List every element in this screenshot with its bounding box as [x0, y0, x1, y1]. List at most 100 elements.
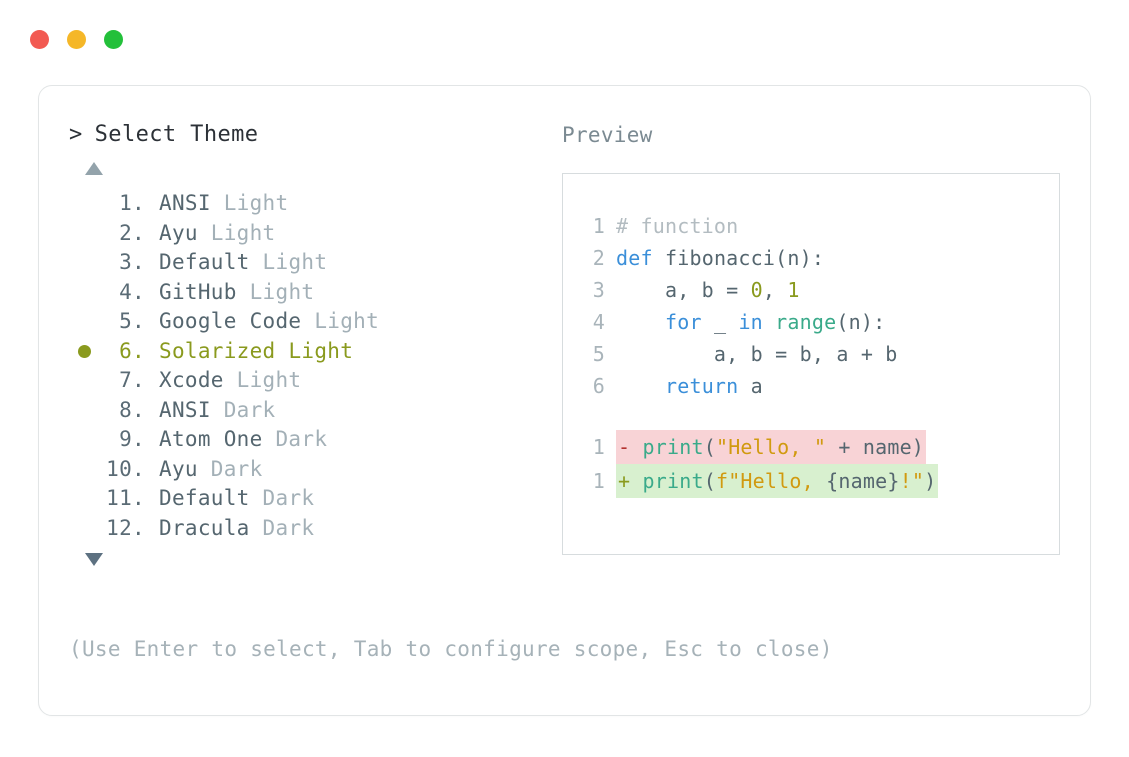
theme-list-item[interactable]: 2. Ayu Light [69, 219, 539, 249]
code-token-plain: a, b = [616, 278, 751, 302]
theme-list-item[interactable]: 1.ANSI Light [69, 189, 539, 219]
code-line: 4 for _ in range(n): [585, 306, 1039, 338]
line-number: 5 [592, 342, 605, 366]
code-line-text: return a [616, 370, 763, 402]
theme-item-variant: Light [301, 309, 380, 333]
theme-item-index: 3. [119, 250, 145, 274]
theme-list-item[interactable]: 5.Google Code Light [69, 307, 539, 337]
code-token-kw: in [738, 310, 763, 334]
theme-item-variant: Light [236, 279, 315, 304]
code-token-plain: _ [701, 310, 739, 334]
code-token-fn: print [642, 469, 704, 493]
selector-header: > Select Theme [69, 120, 539, 150]
code-token-kw: return [664, 374, 739, 398]
theme-item-index: 11. [106, 486, 145, 510]
theme-item-variant: Dark [249, 486, 315, 510]
diff-line-content: - print("Hello, " + name) [616, 430, 927, 464]
bullet-icon [77, 344, 91, 358]
theme-item-name: Ayu [159, 220, 198, 245]
code-token-kw: for [664, 310, 702, 334]
code-line: 1 # function [585, 210, 1039, 242]
code-token-kw: def [616, 246, 653, 270]
page-title: Select Theme [94, 122, 259, 147]
code-token-comment: # function [616, 214, 739, 238]
maximize-window-icon[interactable] [104, 30, 123, 49]
theme-item-variant: Light [223, 368, 302, 392]
theme-item-name: Solarized [159, 338, 276, 363]
theme-list-item[interactable]: 7. Xcode Light [69, 366, 539, 396]
theme-item-variant: Light [249, 250, 328, 274]
line-number: 1 [592, 214, 605, 238]
code-token-str: !" [899, 469, 925, 493]
theme-item-variant: Dark [210, 397, 276, 422]
theme-list-item[interactable]: 12. Dracula Dark [69, 514, 539, 544]
code-line: 6 return a [585, 370, 1039, 402]
code-token-plain: + name) [826, 435, 925, 459]
theme-item-name: Google Code [159, 309, 302, 333]
code-token-plain: a [738, 374, 763, 398]
code-line-text: a, b = b, a + b [616, 338, 898, 370]
code-token-plain: ( [703, 469, 716, 493]
diff-line-del: 1 - print("Hello, " + name) [585, 430, 1039, 464]
theme-item-name: Default [159, 486, 250, 510]
triangle-down-icon[interactable] [85, 553, 103, 566]
code-token-plain: {name} [826, 469, 900, 493]
theme-item-variant: Dark [249, 515, 315, 540]
line-number: 6 [592, 374, 605, 398]
theme-item-variant: Dark [197, 456, 263, 481]
code-token-plain: , [762, 278, 788, 302]
diff-line-content: + print(f"Hello, {name}!") [616, 464, 939, 498]
triangle-up-icon[interactable] [85, 162, 103, 175]
diff-marker-del: - [618, 435, 643, 459]
theme-item-index: 12. [106, 515, 145, 540]
theme-item-name: GitHub [159, 279, 237, 304]
theme-item-index: 2. [119, 220, 145, 245]
diff-sample: 1- print("Hello, " + name)1+ print(f"Hel… [585, 430, 1039, 498]
theme-item-index: 8. [119, 397, 145, 422]
theme-item-variant: Light [197, 220, 276, 245]
theme-item-variant: Light [210, 191, 289, 215]
theme-item-name: ANSI [159, 397, 211, 422]
code-token-plain [616, 310, 665, 334]
code-token-plain [763, 310, 775, 334]
theme-item-index: 7. [119, 368, 145, 392]
theme-item-variant: Light [275, 338, 354, 363]
minimize-window-icon[interactable] [67, 30, 86, 49]
preview-label: Preview [562, 123, 653, 147]
theme-list-item[interactable]: 6.Solarized Light [69, 337, 539, 367]
theme-item-name: Atom One [159, 427, 263, 451]
prompt-caret-icon: > [69, 122, 83, 147]
theme-item-index: 4. [119, 279, 145, 304]
theme-list-item[interactable]: 9. Atom One Dark [69, 425, 539, 455]
theme-item-name: Dracula [159, 515, 250, 540]
code-line-text: for _ in range(n): [616, 306, 885, 338]
theme-list-item[interactable]: 3. Default Light [69, 248, 539, 278]
close-window-icon[interactable] [30, 30, 49, 49]
theme-item-index: 1. [119, 191, 145, 215]
theme-list-item[interactable]: 4. GitHub Light [69, 278, 539, 308]
theme-item-name: Xcode [159, 368, 224, 392]
line-number: 1 [592, 435, 605, 459]
code-token-str: "Hello, " [715, 435, 827, 459]
theme-list-item[interactable]: 11. Default Dark [69, 484, 539, 514]
code-token-plain: ) [924, 469, 937, 493]
diff-line-add: 1 + print(f"Hello, {name}!") [585, 464, 1039, 498]
selected-indicator [69, 344, 99, 358]
theme-list-item[interactable]: 10.Ayu Dark [69, 455, 539, 485]
line-number: 1 [592, 469, 605, 493]
code-token-plain: a, b = b, a + b [616, 342, 898, 366]
theme-item-variant: Dark [262, 427, 328, 451]
line-number: 3 [592, 278, 605, 302]
code-line: 3 a, b = 0, 1 [585, 274, 1039, 306]
theme-list-item[interactable]: 8. ANSI Dark [69, 396, 539, 426]
theme-item-index: 9. [119, 427, 145, 451]
code-token-fn: range [775, 310, 837, 334]
line-number: 4 [592, 310, 605, 334]
code-token-plain: ( [703, 435, 716, 459]
theme-item-name: Default [159, 250, 250, 274]
